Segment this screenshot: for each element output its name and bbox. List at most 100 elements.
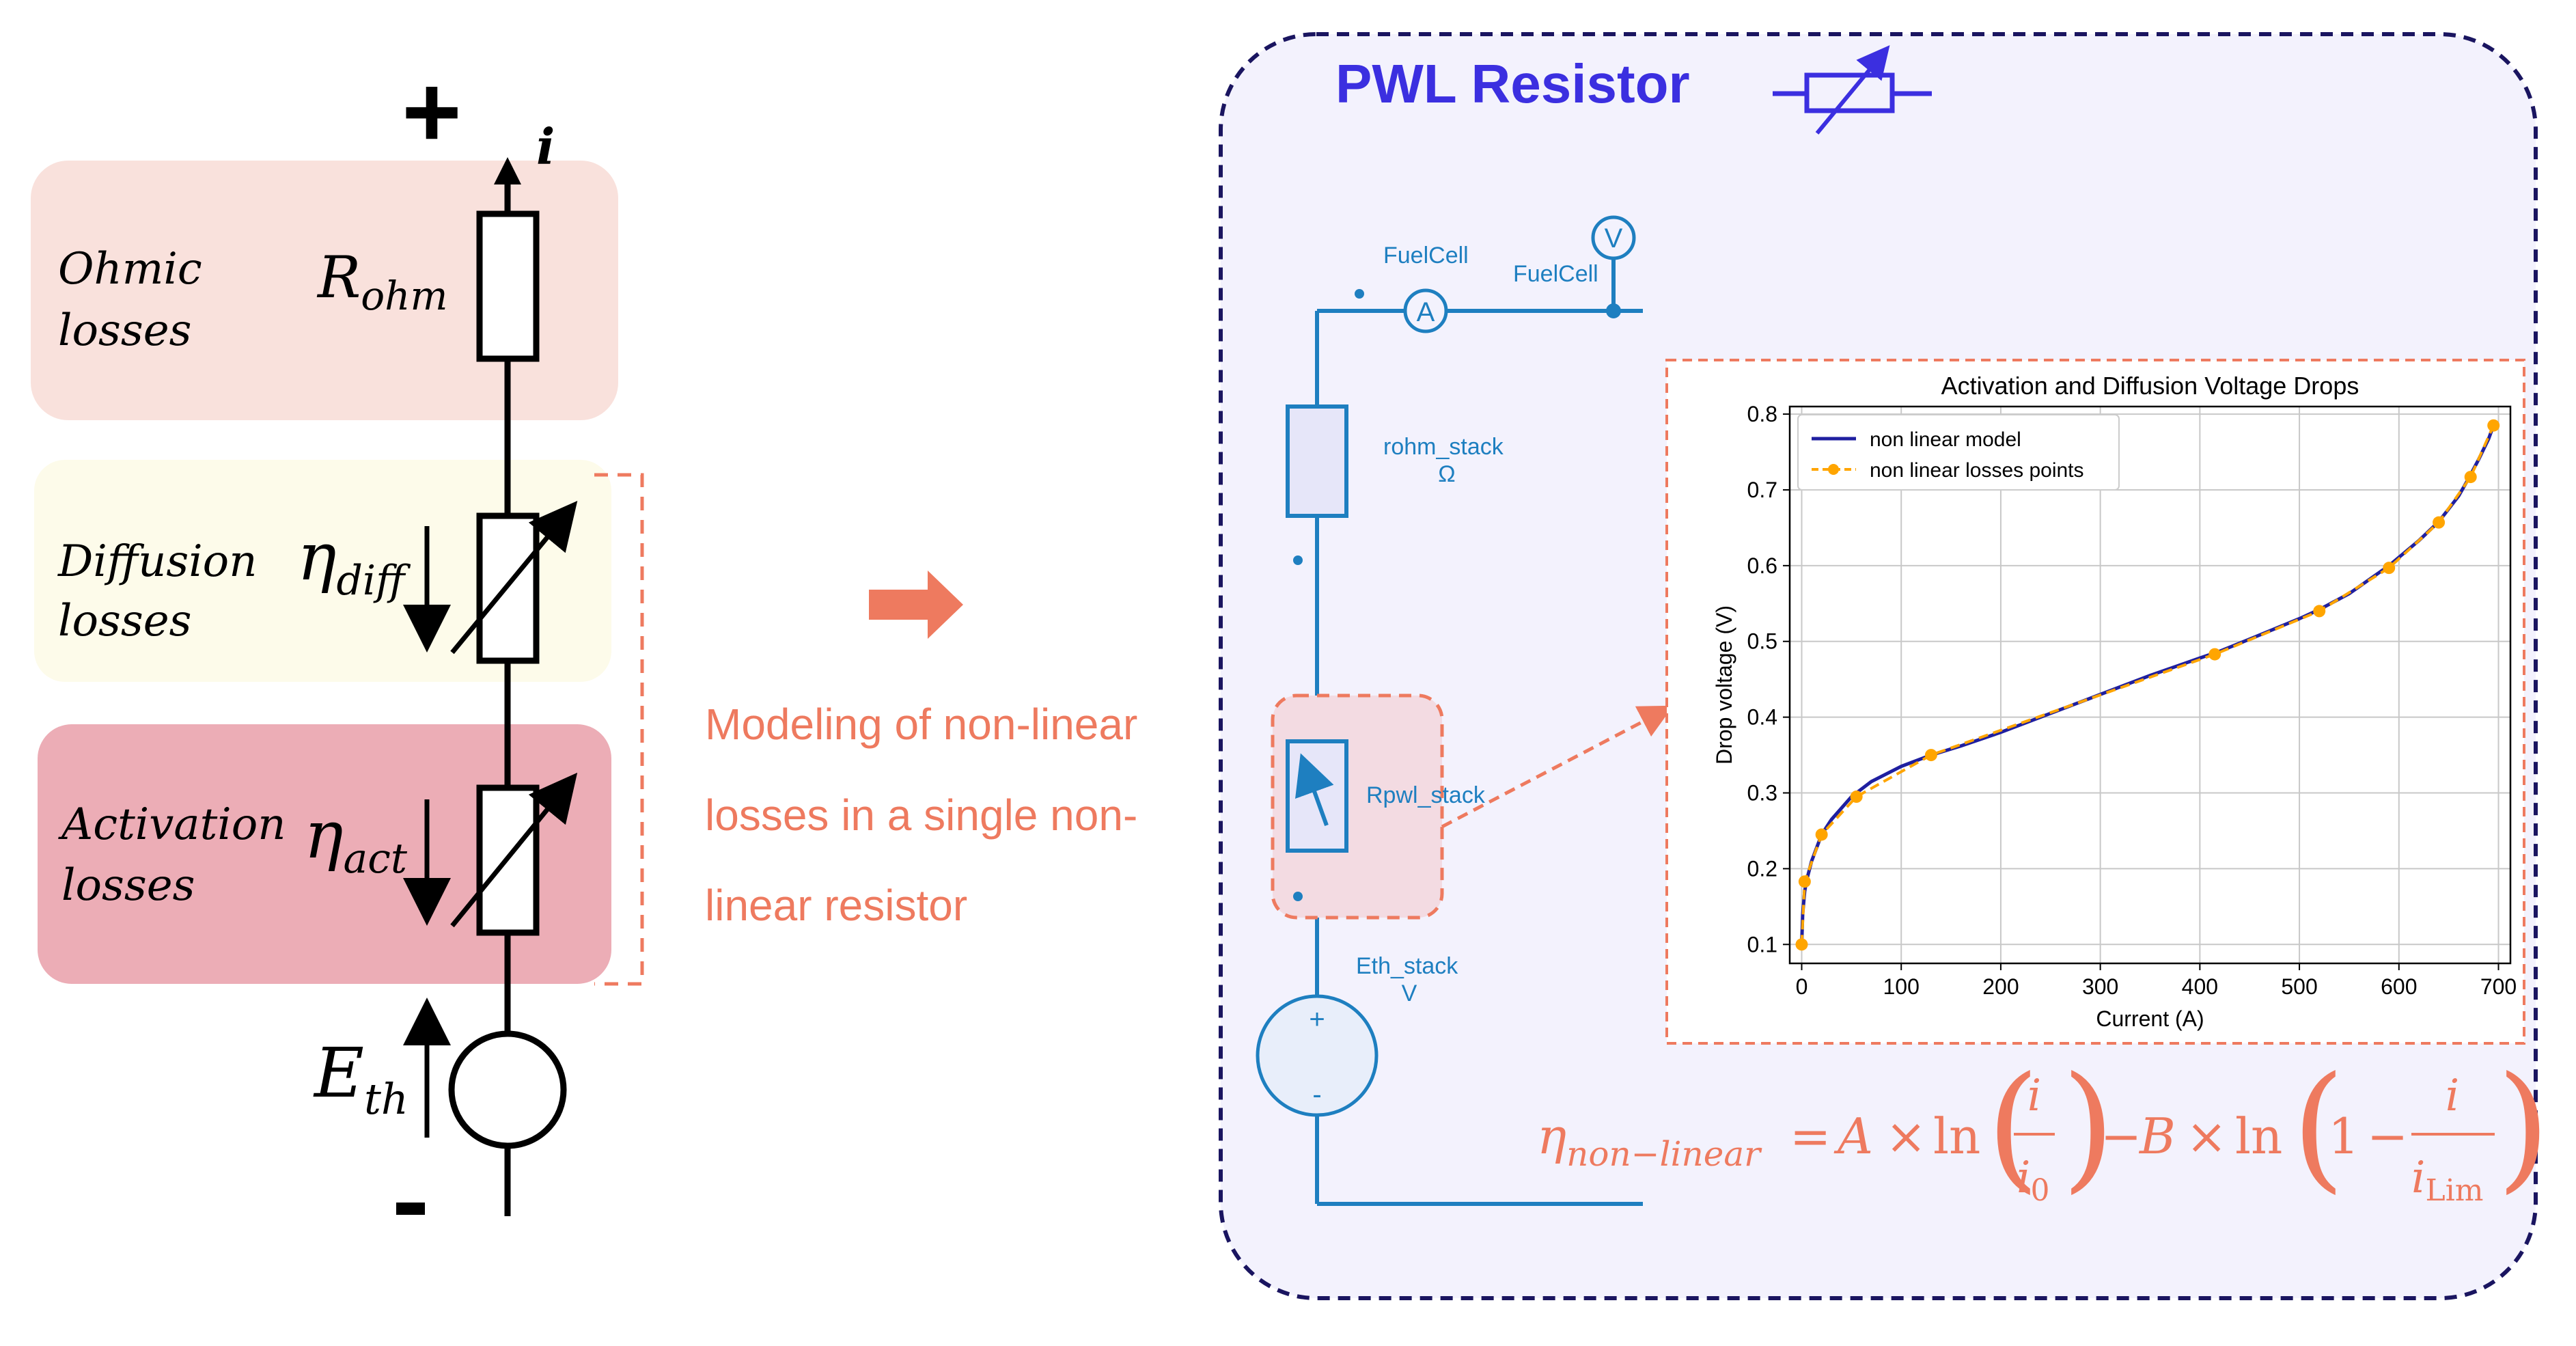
y-tick-label-0: 0.1 (1747, 932, 1777, 957)
series-line-non-linear-losses-points (1800, 424, 2495, 945)
rohm-label: rohm_stack (1383, 434, 1504, 460)
legend-marker-points (1828, 464, 1839, 475)
ohmic-symbol: Rohm (316, 244, 448, 319)
x-tick-label-7: 700 (2480, 974, 2517, 999)
ohmic-box (31, 161, 618, 420)
eth-source-plus: + (1309, 1004, 1325, 1034)
y-tick-label-5: 0.6 (1747, 553, 1777, 578)
formula-eta-main: η (1537, 1108, 1566, 1165)
data-point-1 (1798, 875, 1811, 888)
formula-A: A (1833, 1108, 1873, 1165)
formula-eta: ηnon−linear (1537, 1108, 1762, 1174)
diffusion-label-1: Diffusion (57, 536, 257, 587)
formula-times-1: × (1885, 1108, 1926, 1165)
ohmic-resistor (476, 210, 540, 362)
rohm-resistor (1286, 404, 1348, 518)
voltage-source-circle (448, 1030, 567, 1149)
ohmic-symbol-sub: ohm (361, 273, 447, 319)
port-dot-3 (1293, 892, 1303, 901)
eth-unit: V (1402, 980, 1417, 1006)
y-tick-label-6: 0.7 (1747, 478, 1777, 502)
eth-label: Eth_stack (1356, 953, 1458, 979)
port-dot-1 (1355, 289, 1364, 299)
port-dot-2 (1293, 555, 1303, 565)
formula: ηnon−linear = A × ln ( i i0 ) − B × ln (… (1537, 1047, 2550, 1208)
middle-section: Modeling of non-linear losses in a singl… (705, 571, 1137, 930)
plus-sign: + (402, 54, 462, 169)
diffusion-box (34, 460, 611, 682)
activation-box (38, 724, 611, 984)
current-arrow-head (494, 157, 521, 184)
x-tick-label-1: 100 (1883, 974, 1920, 999)
fuelcell-label-2: FuelCell (1513, 261, 1598, 287)
x-axis-label: Current (A) (2096, 1006, 2204, 1031)
activation-variable-arrow (450, 772, 578, 928)
rpwl-switch-icon (1295, 753, 1334, 827)
y-tick-label-7: 0.8 (1747, 402, 1777, 426)
source-symbol-main: E (313, 1033, 364, 1113)
data-point-7 (2383, 562, 2396, 575)
formula-frac1-num: i (2027, 1071, 2041, 1121)
dashed-bracket (594, 473, 644, 986)
formula-frac2-den-sub: Lim (2425, 1173, 2483, 1208)
fuelcell-label-1: FuelCell (1383, 243, 1469, 269)
formula-frac1-den: i0 (2017, 1153, 2049, 1208)
diffusion-label-2: losses (58, 596, 191, 646)
data-point-4 (1924, 749, 1937, 762)
middle-text-line-3: linear resistor (705, 881, 967, 930)
data-point-5 (2208, 648, 2221, 661)
x-tick-label-0: 0 (1796, 974, 1808, 999)
formula-one: 1 (2328, 1108, 2359, 1165)
rpwl-pointer-arrow (1441, 705, 1674, 829)
x-tick-label-4: 400 (2182, 974, 2218, 999)
formula-times-2: × (2186, 1108, 2227, 1165)
activation-label-1: Activation (58, 799, 286, 850)
right-arrow-icon (869, 571, 963, 639)
legend-label-model: non linear model (1870, 428, 2021, 451)
ohmic-label-1: Ohmic (58, 244, 202, 294)
y-tick-label-1: 0.2 (1747, 856, 1777, 881)
data-point-10 (2487, 419, 2500, 432)
y-tick-label-2: 0.3 (1747, 781, 1777, 806)
chart-title: Activation and Diffusion Voltage Drops (1941, 372, 2359, 400)
formula-ln-1: ln (1933, 1108, 1980, 1165)
diffusion-symbol: ηdiff (297, 519, 411, 605)
data-point-3 (1850, 791, 1863, 804)
pwl-panel: PWL Resistor + (1219, 32, 2550, 1300)
middle-text-line-2: losses in a single non- (705, 791, 1137, 840)
y-axis-label: Drop voltage (V) (1712, 605, 1736, 765)
data-point-9 (2464, 471, 2477, 484)
formula-paren-close-1: ) (2062, 1047, 2115, 1207)
data-point-6 (2313, 605, 2326, 618)
variable-resistor-icon (1773, 45, 1932, 135)
data-point-8 (2433, 516, 2446, 529)
plot-area-border (1788, 405, 2512, 965)
middle-text-line-1: Modeling of non-linear (705, 700, 1137, 749)
data-point-0 (1795, 938, 1808, 951)
rohm-unit: Ω (1438, 461, 1455, 487)
activation-symbol-main: η (304, 797, 344, 873)
minus-sign (396, 1203, 425, 1215)
activation-symbol-sub: act (344, 835, 408, 883)
ohmic-symbol-main: R (316, 244, 361, 311)
current-symbol: i (536, 118, 555, 176)
formula-B: B (2138, 1108, 2176, 1165)
y-tick-label-3: 0.4 (1747, 705, 1777, 730)
source-symbol: Eth (313, 1033, 408, 1124)
voltmeter-junction (1606, 303, 1621, 318)
formula-frac2-num: i (2446, 1071, 2459, 1121)
x-tick-label-5: 500 (2281, 974, 2317, 999)
diffusion-variable-arrow (450, 501, 578, 655)
data-point-2 (1815, 828, 1828, 841)
x-tick-label-6: 600 (2381, 974, 2417, 999)
formula-paren-close-2: ) (2497, 1047, 2550, 1207)
formula-frac1-den-main: i (2017, 1153, 2030, 1203)
voltmeter-symbol: V (1605, 223, 1623, 253)
formula-minus-2: − (2367, 1108, 2408, 1165)
rpwl-label: Rpwl_stack (1366, 782, 1486, 808)
y-tick-label-4: 0.5 (1747, 629, 1777, 654)
eth-source-circle (1256, 994, 1379, 1117)
ohmic-label-2: losses (58, 305, 191, 356)
formula-paren-open-2: ( (2292, 1047, 2345, 1207)
